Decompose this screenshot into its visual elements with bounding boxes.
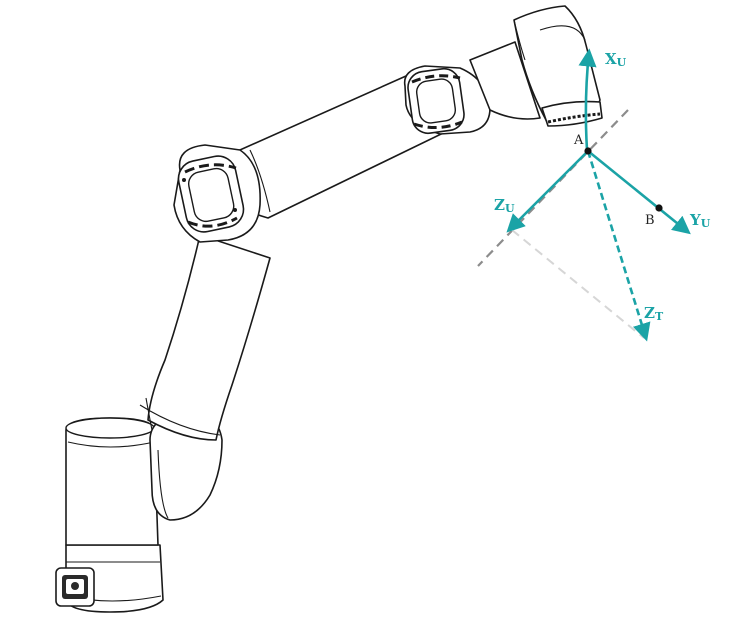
elbow-joint [173, 144, 261, 243]
point-a-label: A [573, 133, 584, 148]
frame-overlay: A B XU YU ZU ZT [477, 48, 711, 342]
point-b-label: B [645, 213, 655, 228]
zt-axis-arrow [586, 150, 651, 342]
xu-axis-label: XU [605, 50, 627, 69]
zt-axis-label: ZT [644, 304, 664, 323]
base-connector [55, 567, 95, 607]
robot-arm [55, 5, 603, 613]
point-b-marker [655, 204, 663, 212]
point-a-marker [584, 147, 592, 155]
zu-axis-arrow [506, 150, 589, 233]
wrist-link [469, 41, 541, 120]
xu-axis-arrow [578, 48, 597, 151]
lower-arm-link [147, 234, 271, 441]
yu-axis-arrow [587, 149, 691, 235]
dashed-plane-line-dark [477, 109, 629, 267]
yu-axis-label: YU [689, 211, 711, 230]
zu-axis-label: ZU [494, 196, 515, 215]
dashed-plane-line-light [511, 229, 645, 339]
